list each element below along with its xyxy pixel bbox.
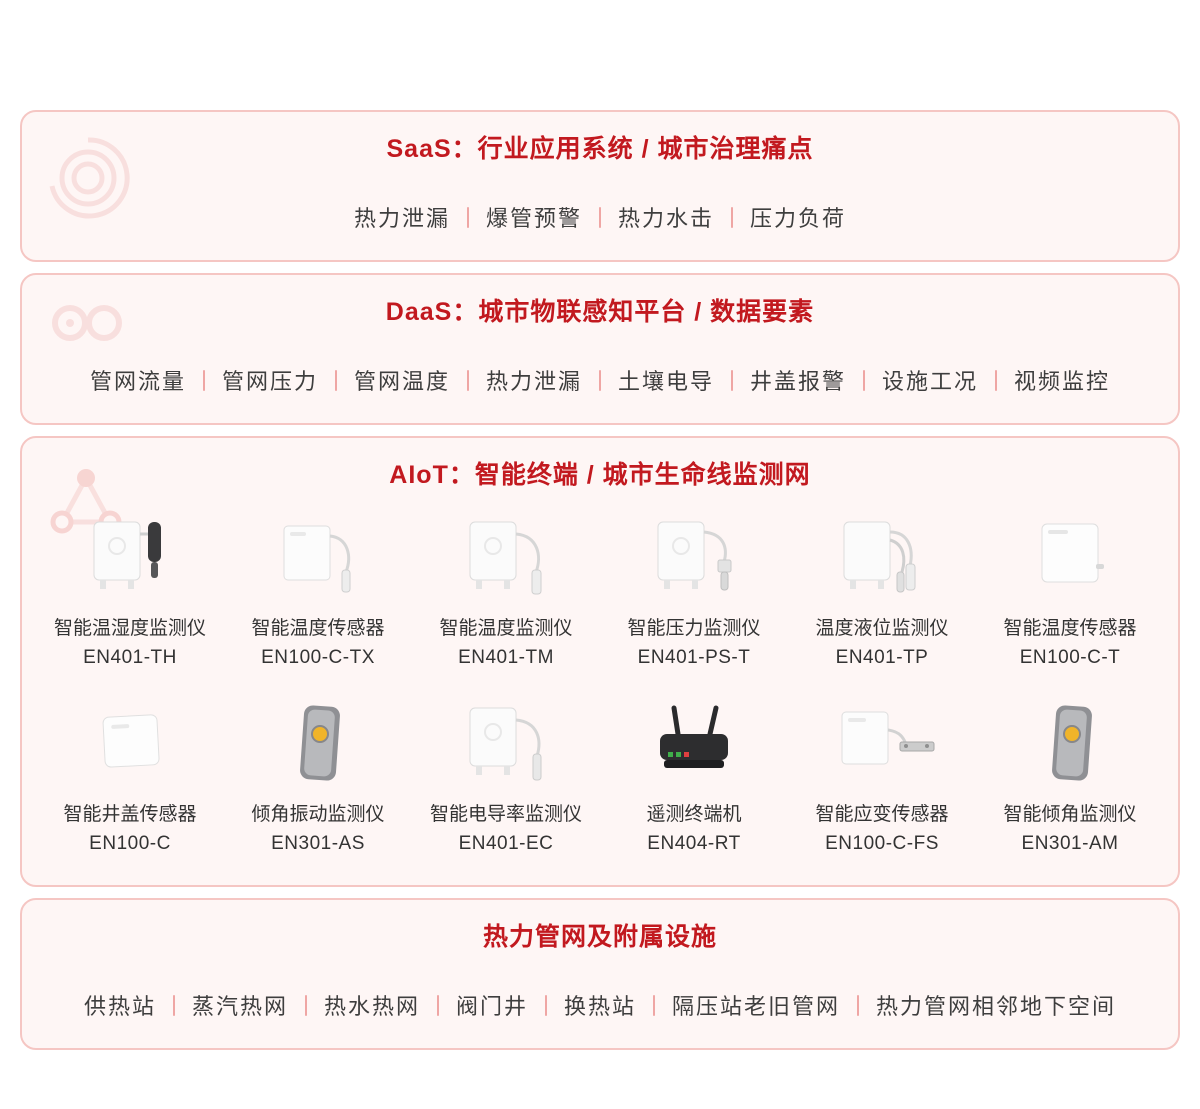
product-card: 智能倾角监测仪 EN301-AM — [976, 699, 1164, 855]
product-card: 智能温湿度监测仪 EN401-TH — [36, 513, 224, 669]
facilities-title: 热力管网及附属设施 — [482, 923, 717, 951]
product-card: 遥测终端机 EN404-RT — [600, 699, 788, 855]
daas-item: 管网温度 — [353, 369, 450, 394]
daas-item: 井盖报警 — [750, 369, 847, 394]
device-image-pressure-monitor — [600, 513, 788, 605]
daas-item: 视频监控 — [1014, 369, 1111, 394]
device-image-temp-sensor-box — [976, 513, 1164, 605]
daas-title: DaaS：城市物联感知平台 / 数据要素 — [385, 298, 815, 326]
product-model: EN100-C — [89, 833, 171, 854]
facilities-items-row: 供热站 蒸汽热网 热水热网 阀门井 换热站 隔压站老旧管网 热力管网相邻地下空间 — [22, 989, 1178, 1048]
product-card: 智能应变传感器 EN100-C-FS — [788, 699, 976, 855]
product-name: 智能温度传感器 — [251, 618, 385, 639]
daas-item: 管网流量 — [89, 369, 186, 394]
separator — [172, 994, 175, 1016]
separator — [599, 206, 601, 228]
product-model: EN100-C-FS — [825, 833, 939, 854]
product-name: 智能温湿度监测仪 — [53, 618, 206, 639]
product-model: EN404-RT — [647, 833, 741, 854]
page: SaaS：行业应用系统 / 城市治理痛点 热力泄漏 爆管预警 热力水击 压力负荷… — [20, 110, 1180, 1050]
separator — [857, 994, 860, 1016]
facility-item: 换热站 — [564, 994, 637, 1019]
separator — [731, 369, 734, 391]
facility-item: 阀门井 — [455, 994, 528, 1019]
device-image-manhole-sensor — [36, 699, 224, 791]
daas-item: 热力泄漏 — [485, 369, 582, 394]
product-card: 智能温度传感器 EN100-C-T — [976, 513, 1164, 669]
product-model: EN100-C-T — [1019, 647, 1121, 668]
saas-item: 热力水击 — [618, 206, 715, 231]
product-card: 倾角振动监测仪 EN301-AS — [224, 699, 412, 855]
device-image-temp-level-monitor — [788, 513, 976, 605]
separator — [466, 206, 469, 228]
product-model: EN301-AM — [1021, 833, 1119, 854]
product-model: EN401-EC — [458, 833, 554, 854]
product-name: 智能电导率监测仪 — [429, 804, 582, 825]
separator — [995, 369, 998, 391]
target-icon — [49, 137, 130, 219]
product-name: 智能井盖传感器 — [63, 804, 197, 825]
product-model: EN401-TH — [83, 647, 177, 668]
facility-item: 蒸汽热网 — [191, 994, 288, 1019]
product-name: 温度液位监测仪 — [815, 618, 949, 639]
daas-item: 土壤电导 — [618, 369, 715, 394]
saas-item: 热力泄漏 — [353, 206, 450, 231]
panel-facilities: 热力管网及附属设施 供热站 蒸汽热网 热水热网 阀门井 换热站 隔压站老旧管网 … — [20, 898, 1180, 1050]
separator — [863, 369, 866, 391]
product-model: EN401-TM — [458, 647, 554, 668]
product-model: EN401-PS-T — [637, 647, 751, 668]
daas-items-row: 管网流量 管网压力 管网温度 热力泄漏 土壤电导 井盖报警 设施工况 视频监控 — [22, 364, 1178, 423]
separator — [436, 994, 439, 1016]
device-image-temp-monitor — [412, 513, 600, 605]
device-image-telemetry-terminal — [600, 699, 788, 791]
product-card: 智能温度监测仪 EN401-TM — [412, 513, 600, 669]
device-image-tilt-vibration-monitor — [224, 699, 412, 791]
product-model: EN401-TP — [835, 647, 929, 668]
saas-title: SaaS：行业应用系统 / 城市治理痛点 — [386, 135, 814, 163]
product-name: 智能倾角监测仪 — [1003, 804, 1137, 825]
separator — [202, 369, 205, 391]
saas-item: 压力负荷 — [750, 206, 847, 231]
separator — [304, 994, 307, 1016]
product-name: 智能压力监测仪 — [627, 618, 761, 639]
separator — [653, 994, 656, 1016]
panel-saas: SaaS：行业应用系统 / 城市治理痛点 热力泄漏 爆管预警 热力水击 压力负荷 — [20, 110, 1180, 262]
separator — [545, 994, 547, 1016]
product-card: 智能温度传感器 EN100-C-TX — [224, 513, 412, 669]
separator — [334, 369, 337, 391]
product-card: 智能井盖传感器 EN100-C — [36, 699, 224, 855]
device-image-temp-sensor-cable — [224, 513, 412, 605]
separator — [599, 369, 601, 391]
daas-item: 设施工况 — [882, 369, 979, 394]
product-name: 倾角振动监测仪 — [251, 804, 385, 825]
separator — [466, 369, 469, 391]
product-name: 智能温度监测仪 — [439, 618, 573, 639]
product-card: 智能电导率监测仪 EN401-EC — [412, 699, 600, 855]
product-card: 温度液位监测仪 EN401-TP — [788, 513, 976, 669]
daas-item: 管网压力 — [221, 369, 318, 394]
device-image-temp-humidity-monitor — [36, 513, 224, 605]
product-name: 智能温度传感器 — [1003, 618, 1137, 639]
product-name: 遥测终端机 — [646, 804, 742, 825]
panel-aiot: AIoT：智能终端 / 城市生命线监测网 智能温湿度监测仪 EN4 — [20, 436, 1180, 887]
device-image-tilt-monitor — [976, 699, 1164, 791]
device-image-conductivity-monitor — [412, 699, 600, 791]
saas-item: 爆管预警 — [485, 206, 582, 231]
device-image-strain-sensor — [788, 699, 976, 791]
infinity-icon — [52, 305, 122, 341]
product-model: EN301-AS — [271, 833, 365, 854]
product-name: 智能应变传感器 — [815, 804, 949, 825]
facility-item: 热力管网相邻地下空间 — [876, 994, 1117, 1019]
facility-item: 隔压站老旧管网 — [672, 994, 841, 1019]
separator — [731, 206, 734, 228]
panel-daas: DaaS：城市物联感知平台 / 数据要素 管网流量 管网压力 管网温度 热力泄漏… — [20, 273, 1180, 425]
aiot-title: AIoT：智能终端 / 城市生命线监测网 — [389, 461, 811, 489]
product-card: 智能压力监测仪 EN401-PS-T — [600, 513, 788, 669]
facility-item: 供热站 — [83, 994, 156, 1019]
product-model: EN100-C-TX — [261, 647, 375, 668]
facility-item: 热水热网 — [323, 994, 420, 1019]
saas-items-row: 热力泄漏 爆管预警 热力水击 压力负荷 — [22, 201, 1178, 260]
aiot-products-grid: 智能温湿度监测仪 EN401-TH 智能温度传感器 EN100-C-TX — [22, 491, 1178, 885]
